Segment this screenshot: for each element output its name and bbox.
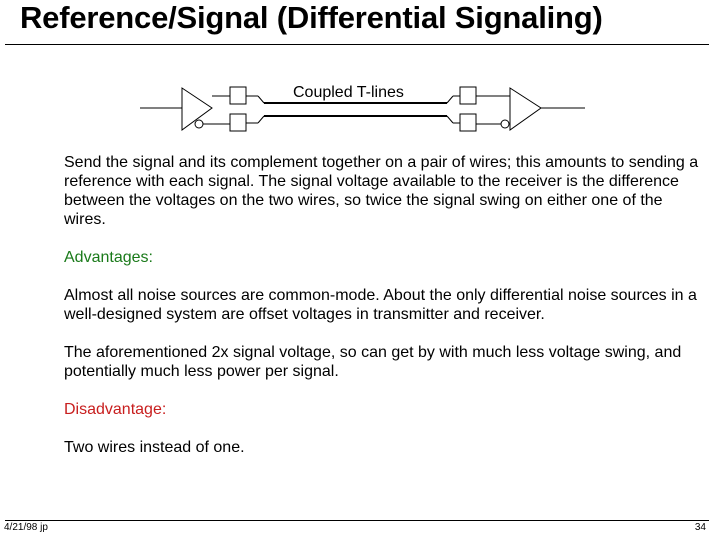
intro-paragraph: Send the signal and its complement toget…: [64, 154, 699, 228]
left-termination-top: [229, 86, 247, 105]
slide-body: Send the signal and its complement toget…: [64, 153, 704, 476]
receiver-inverting-bubble: [500, 119, 510, 129]
disadvantage-heading: Disadvantage:: [64, 401, 167, 418]
page-number: 34: [694, 522, 706, 533]
footer-divider: [5, 520, 709, 521]
footer-date-author: 4/21/98 jp: [4, 522, 48, 533]
advantage-paragraph-1: Almost all noise sources are common-mode…: [64, 287, 697, 323]
receiver-buffer-icon: [509, 87, 542, 131]
advantage-paragraph-2: The aforementioned 2x signal voltage, so…: [64, 344, 682, 380]
slide-title: Reference/Signal (Differential Signaling…: [20, 0, 603, 35]
right-termination-bottom: [459, 113, 477, 132]
disadvantage-paragraph-1: Two wires instead of one.: [64, 439, 245, 456]
right-termination-top: [459, 86, 477, 105]
differential-line-diagram: Coupled T-lines: [140, 84, 585, 132]
title-divider: [5, 44, 709, 45]
left-termination-bottom: [229, 113, 247, 132]
driver-buffer-icon: [181, 87, 213, 131]
driver-inverting-bubble: [194, 119, 204, 129]
advantages-heading: Advantages:: [64, 249, 153, 266]
coupled-t-lines-label: Coupled T-lines: [293, 84, 404, 101]
